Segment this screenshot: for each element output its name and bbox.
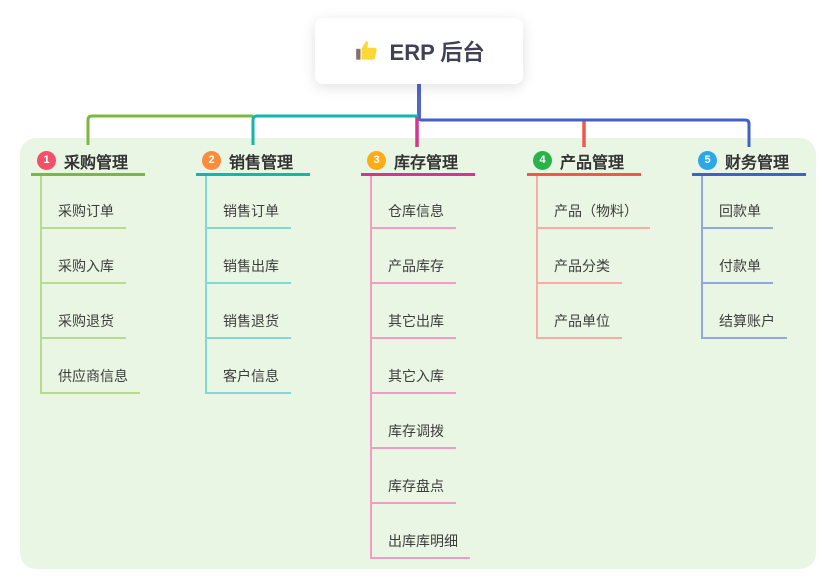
root-node-label: ERP 后台 [389, 40, 485, 65]
branch-title-caigou[interactable]: 1 采购管理 [31, 148, 145, 176]
branch-title-label: 销售管理 [229, 154, 294, 172]
branch-title-label: 库存管理 [394, 154, 459, 172]
branch-caigou: 1 采购管理 采购订单 采购入库 采购退货 供应商信息 [31, 148, 145, 394]
branch-title-kucun[interactable]: 3 库存管理 [361, 148, 475, 176]
child-item[interactable]: 其它出库 [370, 297, 456, 339]
child-item[interactable]: 产品库存 [370, 242, 456, 284]
child-item[interactable]: 产品分类 [536, 242, 622, 284]
child-item[interactable]: 仓库信息 [370, 187, 456, 229]
branch-title-chanpin[interactable]: 4 产品管理 [527, 148, 641, 176]
branch-number-badge: 3 [367, 151, 386, 170]
branch-child-line [701, 176, 703, 339]
branch-child-line [370, 176, 372, 559]
branch-title-caiwu[interactable]: 5 财务管理 [692, 148, 806, 176]
branch-child-line [536, 176, 538, 339]
child-item[interactable]: 回款单 [701, 187, 773, 229]
branch-title-label: 产品管理 [560, 154, 625, 172]
child-item[interactable]: 销售出库 [205, 242, 291, 284]
child-item[interactable]: 采购入库 [40, 242, 126, 284]
child-item[interactable]: 销售订单 [205, 187, 291, 229]
root-node-erp[interactable]: ERP 后台 [315, 18, 523, 84]
child-item[interactable]: 库存调拨 [370, 407, 456, 449]
mindmap-panel [20, 138, 816, 569]
branch-chanpin: 4 产品管理 产品（物料） 产品分类 产品单位 [527, 148, 650, 339]
child-item[interactable]: 供应商信息 [40, 352, 140, 394]
branch-kucun: 3 库存管理 仓库信息 产品库存 其它出库 其它入库 库存调拨 库存盘点 出库库… [361, 148, 475, 559]
branch-title-label: 采购管理 [64, 154, 129, 172]
child-item[interactable]: 采购退货 [40, 297, 126, 339]
child-item[interactable]: 其它入库 [370, 352, 456, 394]
child-item[interactable]: 产品（物料） [536, 187, 650, 229]
child-item[interactable]: 销售退货 [205, 297, 291, 339]
branch-title-xiaoshou[interactable]: 2 销售管理 [196, 148, 310, 176]
branch-child-line [40, 176, 42, 394]
branch-xiaoshou: 2 销售管理 销售订单 销售出库 销售退货 客户信息 [196, 148, 310, 394]
child-item[interactable]: 付款单 [701, 242, 773, 284]
branch-number-badge: 5 [698, 151, 717, 170]
thumbs-up-icon [354, 38, 380, 64]
child-item[interactable]: 库存盘点 [370, 462, 456, 504]
branch-child-line [205, 176, 207, 394]
branch-caiwu: 5 财务管理 回款单 付款单 结算账户 [692, 148, 806, 339]
branch-number-badge: 4 [533, 151, 552, 170]
branch-number-badge: 2 [202, 151, 221, 170]
child-item[interactable]: 采购订单 [40, 187, 126, 229]
child-item[interactable]: 产品单位 [536, 297, 622, 339]
child-item[interactable]: 出库库明细 [370, 517, 470, 559]
child-item[interactable]: 客户信息 [205, 352, 291, 394]
branch-number-badge: 1 [37, 151, 56, 170]
branch-title-label: 财务管理 [725, 154, 790, 172]
child-item[interactable]: 结算账户 [701, 297, 787, 339]
